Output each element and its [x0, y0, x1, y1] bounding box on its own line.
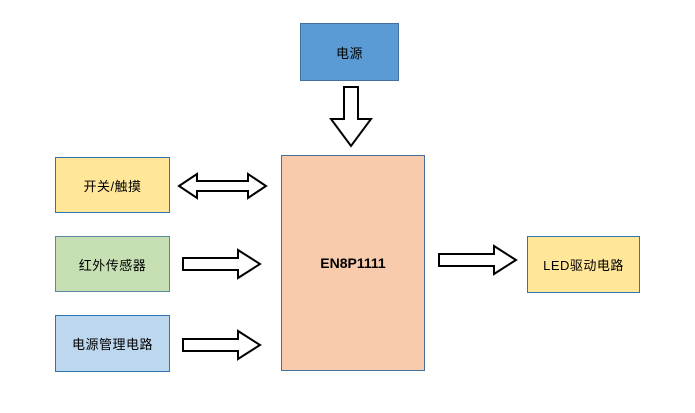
node-power-label: 电源 — [335, 45, 363, 61]
node-en8p1111-label: EN8P1111 — [320, 255, 386, 271]
arrow-power-to-mcu-icon — [329, 86, 373, 148]
node-power-mgmt: 电源管理电路 — [55, 315, 170, 372]
node-en8p1111: EN8P1111 — [281, 155, 425, 371]
arrow-mcu-to-led-icon — [438, 244, 518, 276]
node-power: 电源 — [300, 23, 399, 81]
node-led-driver: LED驱动电路 — [527, 236, 640, 293]
node-switch-touch-label: 开关/触摸 — [83, 178, 142, 194]
arrow-ir-to-mcu-icon — [182, 248, 262, 280]
arrow-switch-mcu-bidirectional-icon — [177, 172, 268, 200]
arrow-power-mgmt-to-mcu-icon — [182, 329, 262, 361]
node-led-driver-label: LED驱动电路 — [543, 258, 624, 273]
node-switch-touch: 开关/触摸 — [55, 157, 170, 213]
node-ir-sensor-label: 红外传感器 — [78, 257, 147, 273]
node-power-mgmt-label: 电源管理电路 — [71, 337, 153, 352]
node-ir-sensor: 红外传感器 — [55, 236, 170, 292]
